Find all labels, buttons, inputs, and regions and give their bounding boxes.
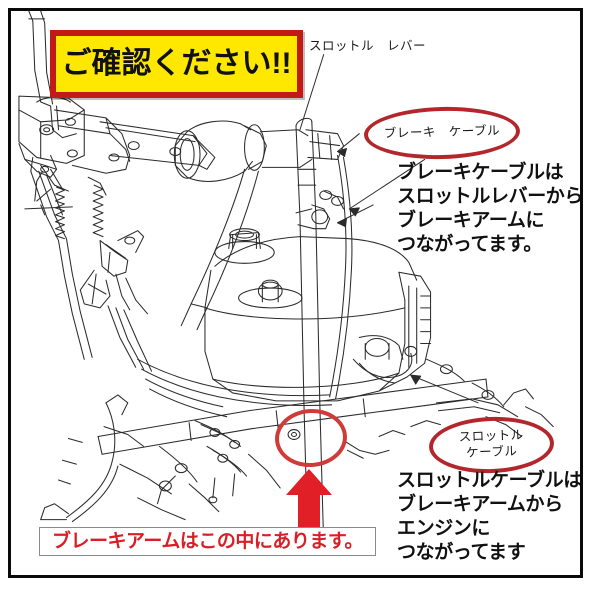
ellipse-label-throttle-cable: スロットル ケーブル: [458, 428, 524, 462]
warning-banner: ご確認ください!!: [50, 30, 303, 98]
description-brake-cable-line-1: ブレーキケーブルは: [397, 162, 564, 183]
highlight-circle-brake-arm: [273, 406, 349, 470]
description-brake-cable-line-4: つながってます。: [397, 233, 543, 255]
description-throttle-cable-line-2: ブレーキアームから: [397, 493, 563, 515]
label-throttle-lever: スロットル レバー: [309, 39, 427, 53]
description-throttle-cable-line-4: つながってます: [397, 541, 526, 563]
image-frame: ご確認ください!! スロットル レバー ブレーキ ケーブル ブレーキケーブルは …: [8, 8, 583, 578]
description-throttle-cable-line-1: スロットルケーブルは: [397, 470, 582, 491]
description-throttle-cable: スロットルケーブルは ブレーキアームから エンジンに つながってます: [397, 469, 582, 565]
ellipse-label-brake-cable: ブレーキ ケーブル: [383, 123, 501, 141]
brake-arm-note-text: ブレーキアームはこの中にあります。: [52, 531, 363, 552]
description-brake-cable-line-2: スロットルレバーから: [397, 185, 583, 207]
ellipse-label-throttle-cable-line-2: ケーブル: [465, 444, 518, 460]
description-brake-cable: ブレーキケーブルは スロットルレバーから ブレーキアームに つながってます。: [397, 161, 583, 257]
warning-banner-text: ご確認ください!!: [61, 47, 292, 80]
annotation-ellipse-brake-cable: ブレーキ ケーブル: [363, 104, 521, 162]
annotation-ellipse-throttle-cable: スロットル ケーブル: [428, 414, 555, 476]
description-brake-cable-line-3: ブレーキアームに: [397, 209, 545, 231]
artboard: ご確認ください!! スロットル レバー ブレーキ ケーブル ブレーキケーブルは …: [11, 11, 580, 575]
brake-arm-note-box: ブレーキアームはこの中にあります。: [39, 527, 376, 556]
description-throttle-cable-line-3: エンジンに: [397, 517, 491, 539]
red-up-arrow-icon: [286, 469, 332, 541]
